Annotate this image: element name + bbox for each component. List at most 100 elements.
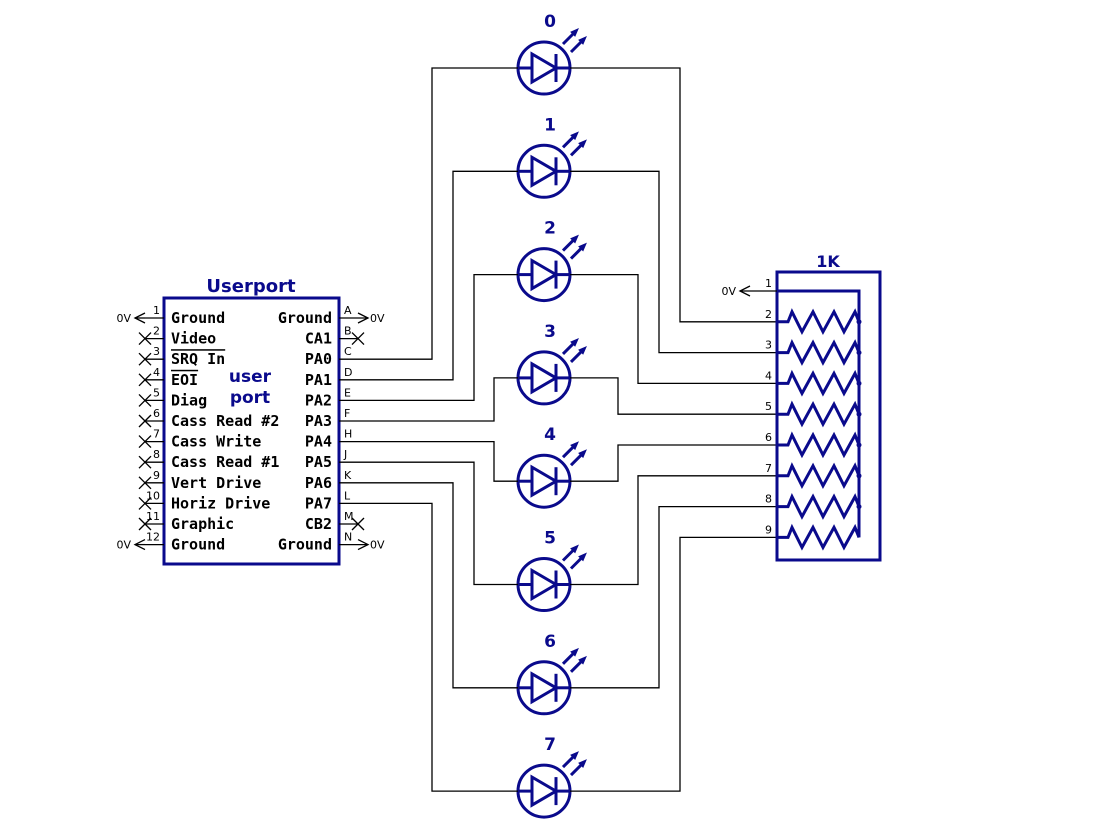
pin-label-srq-in: SRQ In xyxy=(171,350,225,368)
led-label: 3 xyxy=(544,322,556,342)
wire-led2-to-resistor xyxy=(570,273,777,385)
wire-led7-to-resistor xyxy=(570,536,777,792)
pin-label-pa6: PA6 xyxy=(305,474,332,492)
pin-label-pa1: PA1 xyxy=(305,371,332,389)
pin-number: 12 xyxy=(146,531,160,544)
junction-dot xyxy=(856,380,862,386)
pin-letter: E xyxy=(344,386,351,399)
diode-triangle xyxy=(530,567,559,602)
pin-label-cass-read-1: Cass Read #1 xyxy=(171,453,279,471)
wire-led5-to-resistor xyxy=(570,475,777,586)
led-2 xyxy=(516,234,587,303)
no-connect-icon xyxy=(138,352,152,366)
wire-led1-to-resistor xyxy=(570,170,777,354)
resistor-icon xyxy=(777,369,861,397)
pin-label-pa2: PA2 xyxy=(305,391,332,409)
pin-label-ground: Ground xyxy=(171,309,225,327)
pin-number: 7 xyxy=(153,428,160,441)
pin-label-graphic: Graphic xyxy=(171,515,234,533)
wire-led3-to-resistor xyxy=(570,377,777,415)
userport-inner-label: user xyxy=(229,367,272,387)
light-arrowhead xyxy=(578,552,587,562)
ground-label: 0V xyxy=(370,539,385,552)
pin-label-pa7: PA7 xyxy=(305,494,332,512)
pin-label-ground: Ground xyxy=(171,536,225,554)
light-arrowhead xyxy=(578,759,587,768)
light-arrowhead xyxy=(570,544,579,554)
pin-label-ground: Ground xyxy=(278,309,332,327)
light-arrowhead xyxy=(578,36,587,45)
pin-number: 8 xyxy=(153,448,160,461)
resistor-pin-number: 8 xyxy=(765,493,772,506)
pin-label-pa4: PA4 xyxy=(305,433,332,451)
pin-label-cass-read-2: Cass Read #2 xyxy=(171,412,279,430)
ground-label: 0V xyxy=(370,312,385,325)
wire-led0-to-resistor xyxy=(570,67,777,323)
resistor-pin-number: 7 xyxy=(765,462,772,475)
pin-letter: K xyxy=(344,469,352,482)
pin-number: 6 xyxy=(153,407,160,420)
pin-letter: F xyxy=(344,407,350,420)
pin-letter: J xyxy=(343,448,347,461)
pin-label-diag: Diag xyxy=(171,391,207,409)
userport-title: Userport xyxy=(206,276,296,297)
pin-number: 2 xyxy=(153,325,160,338)
ground-label: 0V xyxy=(116,539,131,552)
no-connect-icon xyxy=(138,393,152,407)
ground-label: 0V xyxy=(116,312,131,325)
led-7 xyxy=(516,751,587,819)
led-label: 1 xyxy=(544,115,556,135)
led-label: 7 xyxy=(544,735,556,755)
wire-led6-to-resistor xyxy=(570,505,777,689)
resistor-pin-number: 2 xyxy=(765,308,772,321)
resistor-icon xyxy=(777,308,861,336)
pin-label-vert-drive: Vert Drive xyxy=(171,474,261,492)
pin-number: 5 xyxy=(153,386,160,399)
ground-arrow-icon xyxy=(357,539,370,551)
pin-label-cass-write: Cass Write xyxy=(171,433,261,451)
light-arrowhead xyxy=(570,647,579,657)
ground-arrow-icon xyxy=(738,285,751,297)
led-label: 6 xyxy=(544,632,556,652)
resistor-icon xyxy=(777,462,861,490)
pin-number: 9 xyxy=(153,469,160,482)
led-label: 4 xyxy=(544,425,556,445)
pin-number: 4 xyxy=(153,366,160,379)
junction-dot xyxy=(856,350,862,356)
pin-letter: L xyxy=(344,489,351,502)
junction-dot xyxy=(856,319,862,325)
resistor-icon xyxy=(777,492,861,520)
resistor-pin-number: 1 xyxy=(765,277,772,290)
pin-letter: B xyxy=(344,325,352,338)
no-connect-icon xyxy=(138,496,152,510)
light-arrowhead xyxy=(570,131,579,141)
pin-label-pa3: PA3 xyxy=(305,412,332,430)
light-arrowhead xyxy=(578,655,587,665)
resistor-icon xyxy=(777,338,861,366)
pin-label-horiz-drive: Horiz Drive xyxy=(171,494,270,512)
diode-triangle xyxy=(530,361,559,395)
diode-triangle xyxy=(530,257,559,292)
pin-number: 1 xyxy=(153,304,160,317)
wire-pa7-to-led7 xyxy=(339,502,518,792)
wire-pa6-to-led6 xyxy=(339,482,518,689)
ground-arrow-icon xyxy=(357,312,370,324)
led-label: 0 xyxy=(544,12,556,32)
light-arrowhead xyxy=(570,751,579,760)
pin-label-pa5: PA5 xyxy=(305,453,332,471)
led-label: 5 xyxy=(544,529,556,549)
wire-pa1-to-led1 xyxy=(339,170,518,381)
pin-letter: C xyxy=(344,345,352,358)
diode-triangle xyxy=(530,464,559,498)
light-arrowhead xyxy=(570,28,579,37)
no-connect-icon xyxy=(138,455,152,469)
pin-letter: H xyxy=(344,428,352,441)
led-3 xyxy=(516,337,587,406)
diode-triangle xyxy=(530,774,559,808)
resistor-pin-number: 5 xyxy=(765,400,772,413)
pin-label-pa0: PA0 xyxy=(305,350,332,368)
light-arrowhead xyxy=(570,441,579,451)
resistor-common-bus xyxy=(777,289,861,538)
